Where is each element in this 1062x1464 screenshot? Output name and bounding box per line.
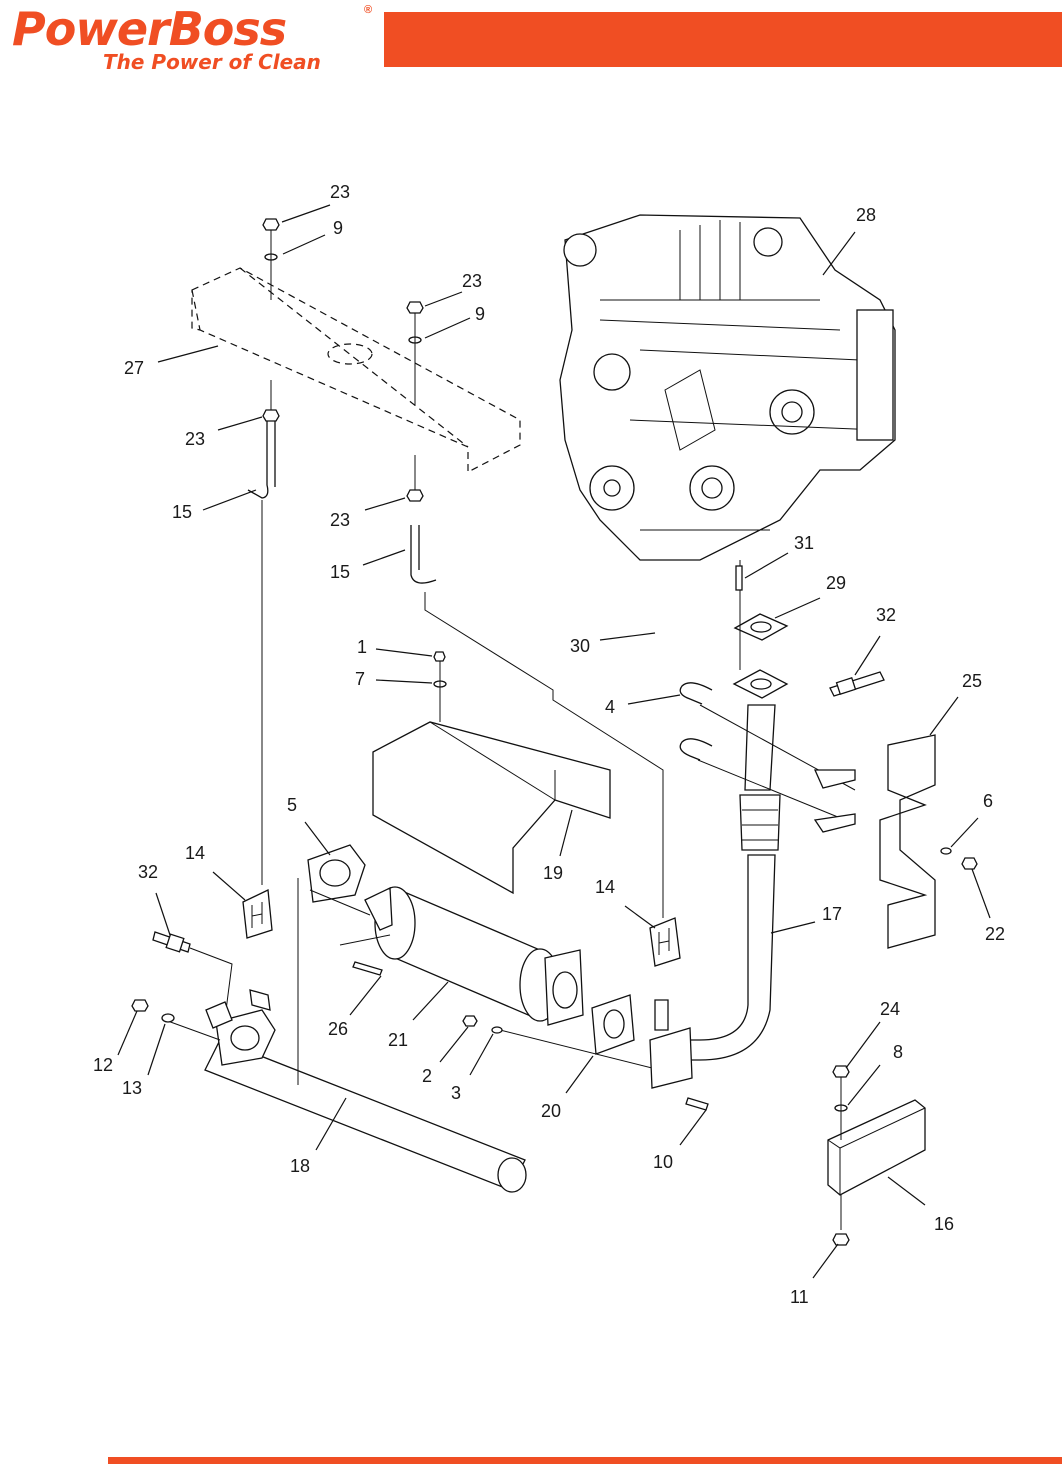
callout-13: 13: [122, 1078, 142, 1098]
footer-accent-bar: [108, 1457, 1062, 1464]
bolt-10: [685, 1097, 709, 1111]
lower-bracket: [827, 1065, 926, 1246]
callout-15-left: 15: [172, 502, 192, 522]
header-accent-bar: [384, 12, 1062, 67]
callout-18: 18: [290, 1156, 310, 1176]
callout-28: 28: [856, 205, 876, 225]
heat-shield: [372, 651, 611, 895]
callout-11: 11: [790, 1287, 809, 1307]
tail-pipe: [131, 878, 527, 1193]
callout-23-mid: 23: [462, 271, 482, 291]
callout-5: 5: [287, 795, 297, 815]
callout-8: 8: [893, 1042, 903, 1062]
callouts: 23 9 23 9 27 23 15 23 15 28 31 29 30 32 …: [93, 182, 1005, 1307]
registered-mark: ®: [364, 4, 373, 16]
callout-2: 2: [422, 1066, 432, 1086]
callout-12: 12: [93, 1055, 113, 1075]
callout-26: 26: [328, 1019, 348, 1039]
callout-32-right: 32: [876, 605, 896, 625]
callout-21: 21: [388, 1030, 408, 1050]
callout-24: 24: [880, 999, 900, 1019]
callout-6: 6: [983, 791, 993, 811]
callout-7: 7: [355, 669, 365, 689]
callout-30: 30: [570, 636, 590, 656]
page-header: PowerBoss ® The Power of Clean: [0, 0, 1062, 80]
gaskets: [307, 844, 635, 1055]
muffler-hardware: [352, 961, 503, 1034]
callout-17: 17: [822, 904, 842, 924]
callout-9-top: 9: [333, 218, 343, 238]
u-bolts: [679, 682, 856, 833]
callout-32-left: 32: [138, 862, 158, 882]
side-bracket: [879, 734, 978, 949]
callout-20: 20: [541, 1101, 561, 1121]
callout-22: 22: [985, 924, 1005, 944]
callout-10: 10: [653, 1152, 673, 1172]
callout-1: 1: [357, 637, 367, 657]
rubber-isolators: [242, 889, 693, 1089]
callout-29: 29: [826, 573, 846, 593]
callout-25: 25: [962, 671, 982, 691]
oxygen-sensor-right: [829, 671, 885, 697]
callout-14-left: 14: [185, 843, 205, 863]
callout-3: 3: [451, 1083, 461, 1103]
exhaust-pipe: [669, 565, 789, 1061]
brand-logo: PowerBoss: [12, 2, 287, 56]
frame-bracket: [191, 267, 521, 473]
callout-23-top: 23: [330, 182, 350, 202]
callout-27: 27: [124, 358, 144, 378]
callout-15-right: 15: [330, 562, 350, 582]
callout-9-mid: 9: [475, 304, 485, 324]
muffler: [309, 886, 661, 1071]
callout-16: 16: [934, 1214, 954, 1234]
callout-4: 4: [605, 697, 615, 717]
leader-lines: [117, 204, 991, 1279]
callout-23-left: 23: [185, 429, 205, 449]
callout-23-right: 23: [330, 510, 350, 530]
engine: [559, 214, 896, 575]
brand-tagline: The Power of Clean: [103, 50, 321, 74]
callout-19: 19: [543, 863, 563, 883]
hardware-stacks: [247, 218, 664, 918]
callout-14-right: 14: [595, 877, 615, 897]
callout-31: 31: [794, 533, 814, 553]
